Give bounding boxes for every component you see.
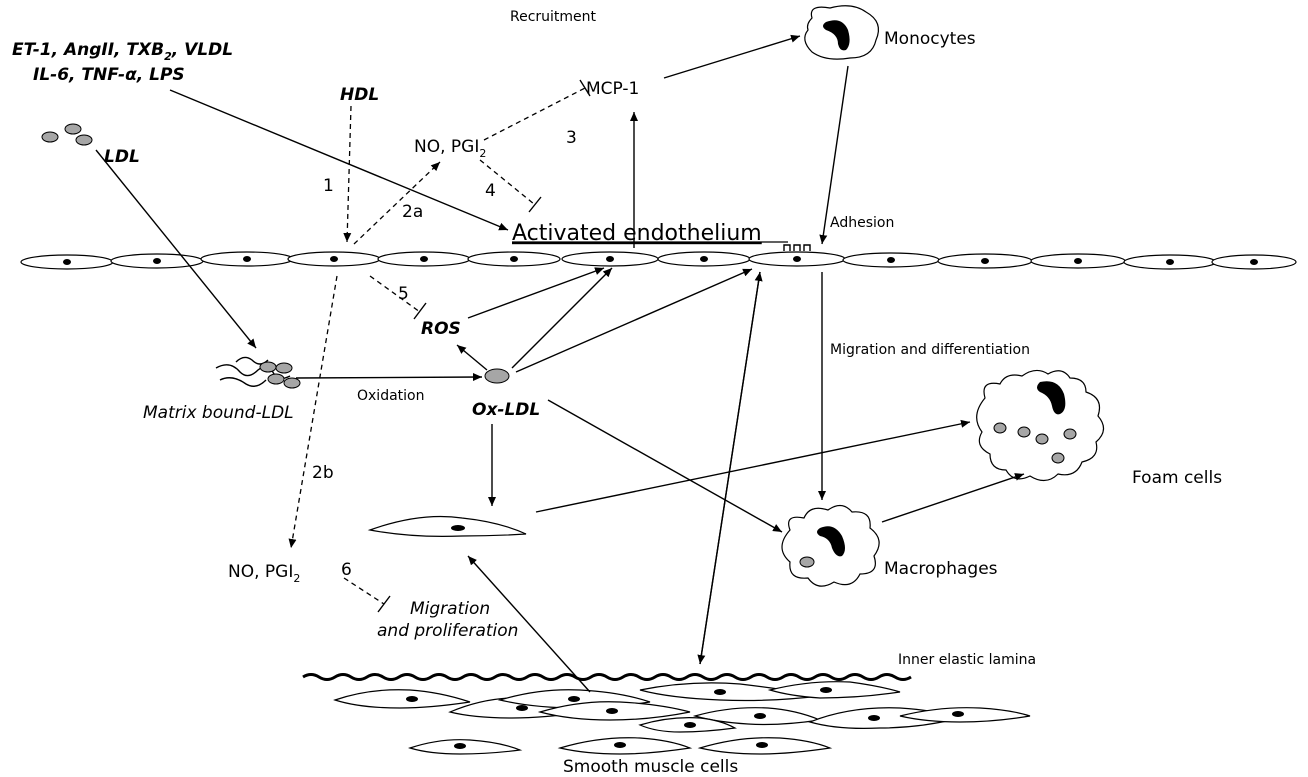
cell-nucleus	[793, 256, 801, 262]
arrow-stimuli-to-endothelium	[169, 89, 509, 231]
dashed-arrow-hdl	[343, 105, 352, 243]
arrow-ldl-to-matrix	[95, 149, 257, 349]
inhibit-bar-3	[579, 79, 591, 97]
arrow-recruitment	[663, 34, 801, 79]
cell-nucleus	[153, 258, 161, 264]
monocytes-label: Monocytes	[884, 29, 976, 49]
migrating-smooth-muscle-cell	[367, 515, 527, 537]
pathway-arrows	[95, 34, 1025, 693]
arrow-oxldl-to-ros	[456, 344, 488, 371]
cell-nucleus	[981, 258, 989, 264]
cell-nucleus	[330, 256, 338, 262]
stimuli-label-line1: ET-1, AngII, TXB2, VLDL	[12, 40, 233, 63]
cell-nucleus	[63, 259, 71, 265]
oxidation-label: Oxidation	[357, 388, 424, 404]
ox-ldl-particle-icon	[484, 368, 510, 384]
step-5-label: 5	[398, 284, 409, 304]
cell-nucleus	[1250, 259, 1258, 265]
dashed-arrow-2b	[288, 275, 338, 549]
inner-elastic-lamina-label: Inner elastic lamina	[898, 652, 1036, 668]
foam-cell-icon	[976, 369, 1105, 482]
cell-nucleus	[243, 256, 251, 262]
arrow-lamina-to-endothelium	[699, 271, 763, 665]
inhibit-bar-4	[528, 196, 542, 213]
dashed-arrow-2a	[353, 161, 441, 245]
arrow-ros-to-endothelium	[467, 267, 605, 319]
no-pgi2-top-label: NO, PGI2	[414, 137, 486, 160]
dashed-inhibit-3	[483, 87, 586, 141]
ros-label: ROS	[421, 319, 461, 339]
smooth-muscle-cells-label: Smooth muscle cells	[563, 757, 738, 777]
inhibit-bar-6	[377, 595, 391, 613]
foam-cells-label: Foam cells	[1132, 468, 1222, 488]
cell-nucleus	[1074, 258, 1082, 264]
mcp1-label: MCP-1	[586, 79, 639, 99]
monocyte-cell-icon	[804, 5, 879, 60]
cell-nucleus	[700, 256, 708, 262]
arrow-oxldl-to-endothelium-2	[515, 268, 753, 373]
ldl-label: LDL	[104, 147, 140, 167]
matrix-bound-ldl-icon	[215, 356, 301, 389]
migration-differentiation-label: Migration and differentiation	[830, 342, 1030, 358]
macrophages-label: Macrophages	[884, 559, 998, 579]
dashed-inhibit-6	[343, 577, 385, 605]
cell-nucleus	[887, 257, 895, 263]
step-4-label: 4	[485, 181, 496, 201]
dashed-inhibit-5	[369, 275, 421, 313]
arrow-oxldl-to-endothelium	[511, 267, 613, 369]
cell-nucleus	[420, 256, 428, 262]
endothelial-layer	[20, 244, 1297, 270]
proliferation-label: and proliferation	[377, 621, 518, 641]
arrow-oxidation	[295, 373, 483, 382]
step-2b-label: 2b	[312, 463, 334, 483]
arrow-smc-migration	[467, 555, 591, 693]
arrow-smc-to-foam	[535, 419, 971, 513]
macrophage-cell-icon	[781, 504, 880, 587]
cell-nucleus	[1166, 259, 1174, 265]
ox-ldl-label: Ox-LDL	[472, 400, 540, 420]
inhibition-pathways	[288, 79, 591, 613]
cell-nucleus	[606, 256, 614, 262]
inner-elastic-lamina	[302, 673, 912, 681]
migration-label: Migration	[410, 599, 490, 619]
arrow-adhesion	[819, 65, 849, 245]
ldl-particles-icon	[41, 123, 93, 146]
adhesion-molecules	[783, 244, 811, 251]
stimuli-label-line2: IL-6, TNF-α, LPS	[33, 65, 185, 85]
step-3-label: 3	[566, 128, 577, 148]
smooth-muscle-cell-layer	[333, 681, 1031, 755]
hdl-label: HDL	[340, 85, 379, 105]
step-6-label: 6	[341, 560, 352, 580]
step-2a-label: 2a	[402, 202, 423, 222]
inhibit-bar-5	[413, 302, 427, 320]
matrix-bound-ldl-label: Matrix bound-LDL	[143, 403, 294, 423]
arrow-oxldl-to-macrophages	[547, 399, 783, 533]
step-1-label: 1	[323, 176, 334, 196]
recruitment-label: Recruitment	[510, 9, 597, 25]
no-pgi2-bottom-label: NO, PGI2	[228, 562, 300, 585]
dashed-inhibit-4	[479, 159, 535, 205]
arrow-macrophage-to-foam	[881, 473, 1025, 523]
adhesion-label: Adhesion	[830, 215, 894, 231]
cell-nucleus	[510, 256, 518, 262]
